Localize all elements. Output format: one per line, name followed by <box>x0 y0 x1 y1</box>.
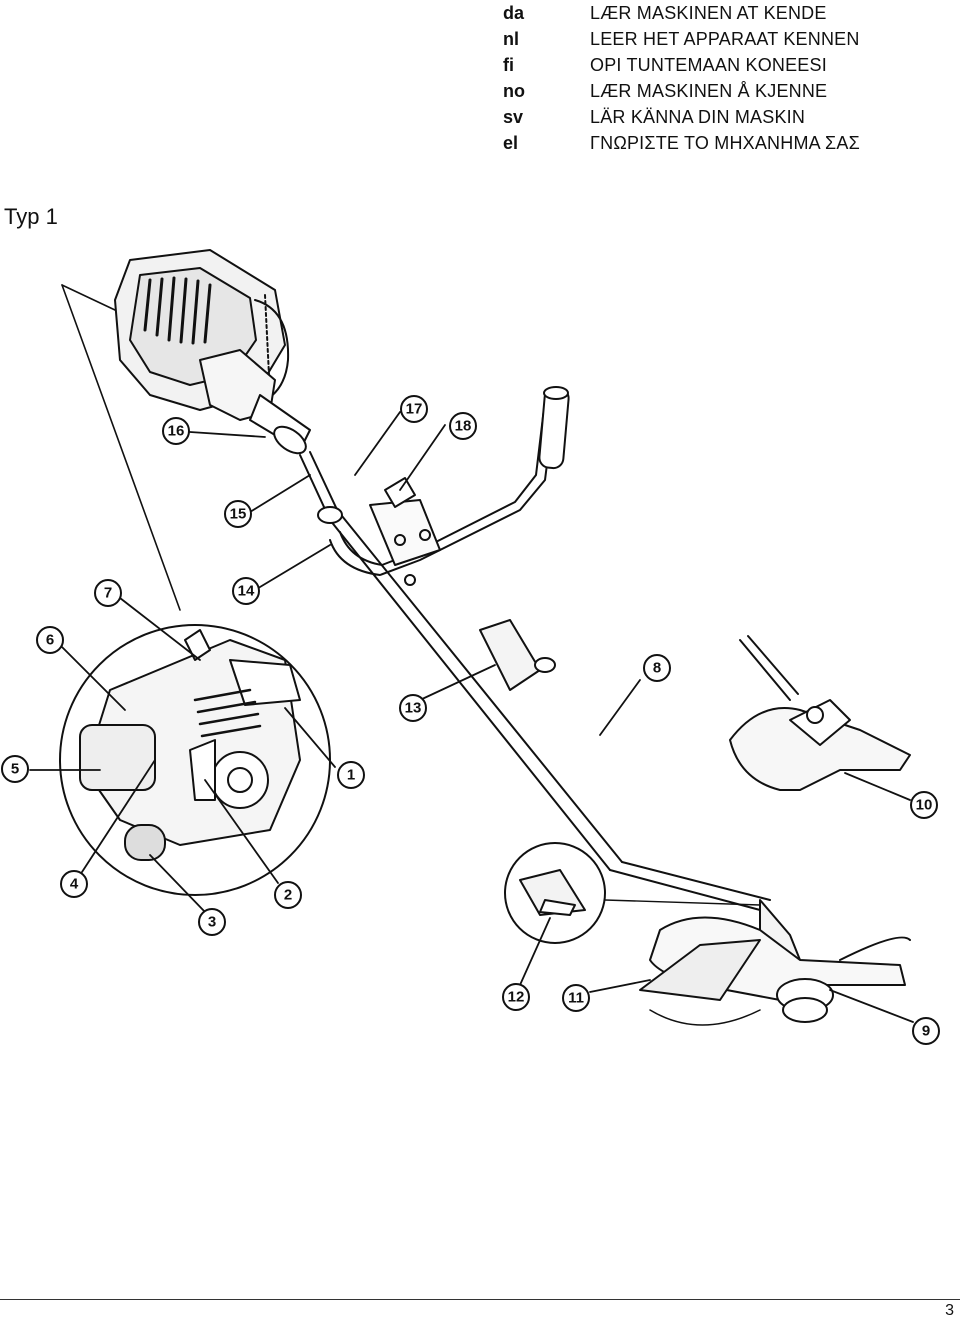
callout-15: 15 <box>224 500 252 528</box>
engine-detail-drawing <box>79 629 301 861</box>
callout-12: 12 <box>502 983 530 1011</box>
lang-title: LÆR MASKINEN AT KENDE <box>590 3 827 23</box>
footer-divider <box>0 1299 960 1300</box>
lang-code: da <box>503 3 525 23</box>
callout-11: 11 <box>562 984 590 1012</box>
svg-text:1: 1 <box>347 767 355 784</box>
callout-5: 5 <box>1 755 29 783</box>
svg-text:14: 14 <box>238 583 255 600</box>
svg-text:6: 6 <box>46 632 54 649</box>
callout-13: 13 <box>399 694 427 722</box>
svg-text:11: 11 <box>568 990 584 1007</box>
callout-3: 3 <box>198 908 226 936</box>
callout-18: 18 <box>449 412 477 440</box>
figure-label: Typ 1 <box>4 204 58 229</box>
lang-code: sv <box>503 107 524 127</box>
cutting-head-drawing <box>639 899 911 1026</box>
callout-9: 9 <box>912 1017 940 1045</box>
callout-17: 17 <box>400 395 428 423</box>
callout-8: 8 <box>643 654 671 682</box>
lang-title: OPI TUNTEMAAN KONEESI <box>590 55 827 75</box>
lang-title: LEER HET APPARAAT KENNEN <box>590 29 860 49</box>
svg-text:3: 3 <box>208 914 216 931</box>
svg-text:9: 9 <box>922 1023 930 1040</box>
callout-6: 6 <box>36 626 64 654</box>
handlebar-drawing <box>317 386 570 586</box>
lang-title: ΓΝΩΡΙΣΤΕ ΤΟ ΜΗΧΑΝΗΜΑ ΣΑΣ <box>590 133 860 153</box>
callout-7: 7 <box>94 579 122 607</box>
lang-code: no <box>503 81 525 101</box>
svg-text:12: 12 <box>508 989 525 1006</box>
svg-text:10: 10 <box>916 797 933 814</box>
lang-code: el <box>503 133 519 153</box>
svg-text:8: 8 <box>653 660 661 677</box>
svg-text:5: 5 <box>11 761 19 778</box>
svg-text:4: 4 <box>70 876 79 893</box>
callout-14: 14 <box>232 577 260 605</box>
lang-code: fi <box>503 55 514 75</box>
callout-16: 16 <box>162 417 190 445</box>
callout-leaders <box>29 411 914 1023</box>
callout-2: 2 <box>274 881 302 909</box>
engine-drawing <box>114 249 311 455</box>
callout-10: 10 <box>910 791 938 819</box>
blade-head-drawing <box>729 635 911 791</box>
page-number: 3 <box>945 1302 954 1319</box>
svg-text:17: 17 <box>406 401 423 418</box>
lang-title: LÆR MASKINEN Å KJENNE <box>590 81 828 101</box>
svg-text:13: 13 <box>405 700 422 717</box>
callout-1: 1 <box>337 761 365 789</box>
svg-text:16: 16 <box>168 423 185 440</box>
lang-code: nl <box>503 29 519 49</box>
svg-text:2: 2 <box>284 887 292 904</box>
svg-text:15: 15 <box>230 506 247 523</box>
svg-text:18: 18 <box>455 418 472 435</box>
callout-4: 4 <box>60 870 88 898</box>
lang-title: LÄR KÄNNA DIN MASKIN <box>590 107 806 127</box>
svg-text:7: 7 <box>104 585 112 602</box>
